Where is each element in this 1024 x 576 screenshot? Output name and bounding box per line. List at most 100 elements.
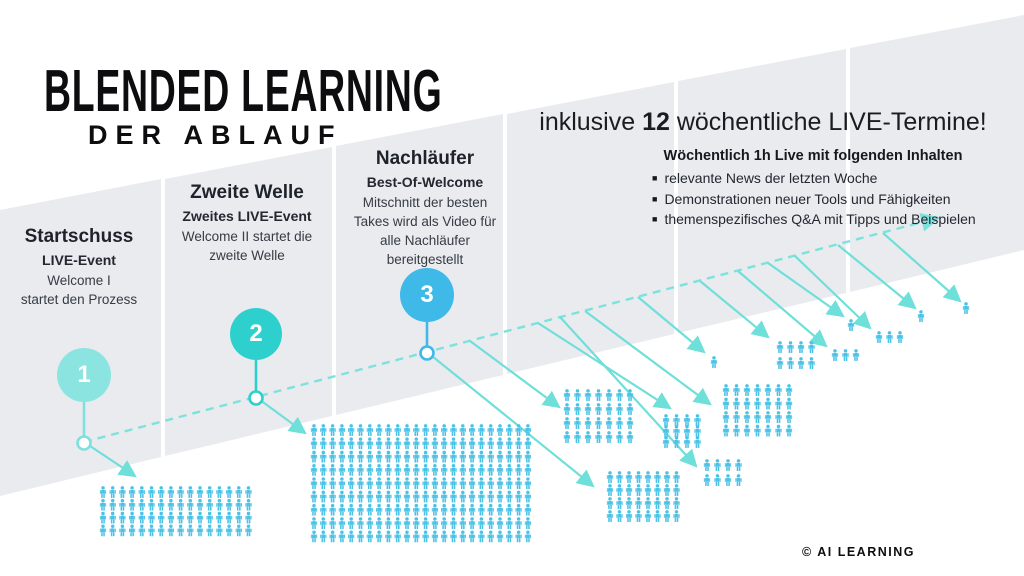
live-sessions-headline: inklusive 12 wöchentliche LIVE-Termine!: [520, 108, 1006, 137]
person-icon: [196, 511, 204, 524]
person-icon: [348, 530, 355, 543]
person-icon: [366, 503, 373, 516]
person-icon: [496, 424, 504, 436]
person-icon: [506, 490, 513, 503]
person-icon: [225, 524, 233, 537]
person-icon: [99, 498, 107, 511]
crowd-cluster: [875, 331, 904, 343]
person-icon: [703, 459, 711, 471]
person-icon: [320, 450, 327, 463]
person-icon: [431, 517, 439, 530]
person-icon: [403, 477, 411, 490]
person-icon: [487, 490, 494, 503]
person-icon: [167, 511, 175, 524]
background-panel: [0, 179, 161, 496]
person-icon: [413, 463, 420, 476]
person-icon: [515, 503, 522, 516]
crowd-cluster: [722, 384, 793, 437]
person-icon: [852, 349, 860, 361]
crowd-cluster: [310, 424, 532, 543]
person-icon: [673, 425, 680, 437]
stage-text: Welcome I: [47, 273, 111, 288]
person-icon: [196, 524, 204, 537]
person-icon: [348, 450, 355, 463]
brand-logo: © AI LEARNING: [802, 545, 915, 559]
person-icon: [128, 498, 136, 511]
person-icon: [478, 424, 485, 436]
stage-text: Mitschnitt der besten: [362, 195, 488, 210]
person-icon: [225, 486, 233, 498]
person-icon: [320, 477, 327, 490]
person-icon: [524, 437, 532, 450]
person-icon: [703, 474, 711, 486]
person-icon: [673, 414, 680, 426]
person-icon: [403, 463, 411, 476]
stage-nachlaeufer: Nachläufer Best-Of-Welcome Mitschnitt de…: [338, 148, 512, 269]
person-icon: [357, 463, 364, 476]
person-icon: [375, 490, 383, 503]
person-icon: [310, 517, 318, 530]
person-icon: [375, 450, 383, 463]
milestone-node: [76, 435, 92, 451]
person-icon: [167, 486, 175, 498]
person-icon: [329, 530, 336, 543]
person-icon: [606, 471, 614, 483]
person-icon: [310, 463, 318, 476]
person-icon: [595, 417, 602, 429]
stage-text: startet den Prozess: [20, 292, 138, 307]
person-icon: [177, 511, 184, 524]
person-icon: [394, 450, 401, 463]
person-icon: [375, 463, 383, 476]
person-icon: [886, 331, 893, 343]
person-icon: [375, 477, 383, 490]
person-icon: [496, 477, 504, 490]
person-icon: [515, 424, 522, 436]
person-icon: [431, 437, 439, 450]
person-icon: [468, 450, 476, 463]
person-icon: [385, 517, 392, 530]
person-icon: [357, 424, 364, 436]
person-icon: [735, 474, 742, 486]
person-icon: [348, 437, 355, 450]
person-icon: [694, 414, 701, 426]
person-icon: [310, 530, 318, 543]
person-icon: [625, 510, 633, 522]
person-icon: [375, 424, 383, 436]
person-icon: [320, 463, 327, 476]
person-icon: [663, 510, 671, 522]
person-icon: [775, 411, 782, 423]
person-icon: [673, 484, 680, 496]
person-icon: [422, 437, 429, 450]
person-icon: [605, 389, 613, 401]
person-icon: [743, 411, 751, 423]
person-icon: [626, 431, 634, 443]
person-icon: [515, 477, 522, 490]
person-icon: [366, 490, 373, 503]
person-icon: [177, 498, 184, 511]
person-icon: [710, 356, 718, 368]
stage-startschuss: Startschuss LIVE-Event Welcome I startet…: [3, 226, 155, 309]
person-icon: [413, 437, 420, 450]
person-icon: [320, 530, 327, 543]
person-icon: [496, 437, 504, 450]
person-icon: [487, 517, 494, 530]
person-icon: [441, 450, 448, 463]
person-icon: [468, 530, 476, 543]
person-icon: [496, 517, 504, 530]
person-icon: [733, 411, 740, 423]
background-panels: [0, 15, 1024, 496]
person-icon: [357, 477, 364, 490]
weekly-bullet-list: ■ relevante News der letzten Woche ■ Dem…: [652, 169, 996, 231]
person-icon: [754, 411, 761, 423]
person-icon: [450, 450, 457, 463]
person-icon: [329, 450, 336, 463]
person-icon: [450, 490, 457, 503]
weekly-content-block: Wöchentlich 1h Live mit folgenden Inhalt…: [630, 148, 996, 231]
person-icon: [785, 424, 793, 437]
person-icon: [225, 498, 233, 511]
person-icon: [663, 497, 671, 509]
person-icon: [128, 486, 136, 498]
person-icon: [320, 424, 327, 436]
person-icon: [109, 486, 116, 498]
